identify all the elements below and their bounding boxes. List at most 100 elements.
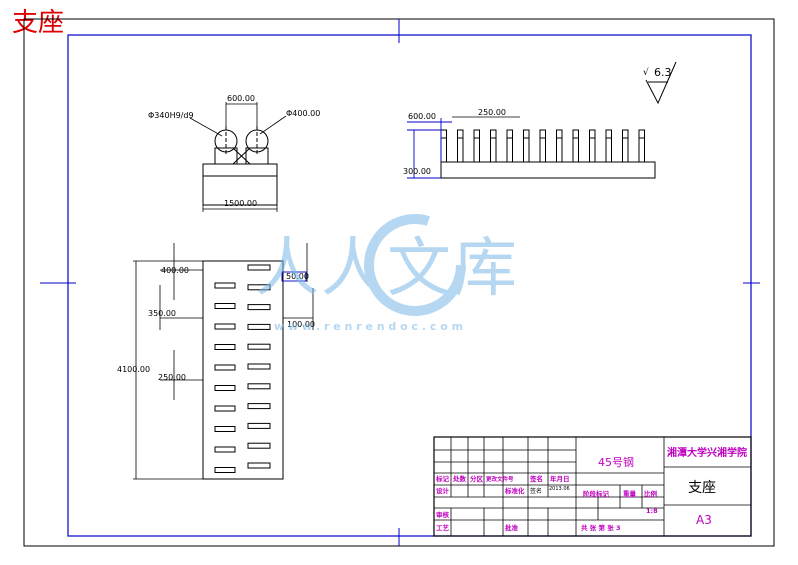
plan-view-dims <box>133 243 314 480</box>
side-tine <box>506 129 513 163</box>
side-height-dim: 300.00 <box>403 167 431 176</box>
side-tine-cap <box>638 129 645 139</box>
side-left-offset-dim: 600.00 <box>408 112 436 121</box>
center-marks <box>40 19 760 546</box>
plan-slot-right <box>247 343 271 350</box>
side-view-dims <box>407 118 452 179</box>
svg-text:批准: 批准 <box>505 523 519 532</box>
roughness-value: 6.3 <box>654 66 672 79</box>
side-tine <box>457 129 464 163</box>
plan-slot-right <box>247 363 271 370</box>
plan-slot-left <box>214 405 236 412</box>
side-tine <box>572 129 579 163</box>
school-name: 湘潭大学兴湘学院 <box>667 446 747 459</box>
plan-slot-left <box>214 426 236 432</box>
svg-text:重量: 重量 <box>623 489 637 498</box>
dim-250: 250.00 <box>158 373 186 382</box>
side-tine-cap <box>457 129 464 139</box>
svg-text:处数: 处数 <box>452 474 467 483</box>
side-tine <box>556 129 563 163</box>
side-tine-cap <box>440 129 447 139</box>
side-tine-cap <box>523 129 530 139</box>
side-tine <box>440 129 447 163</box>
side-tine-cap <box>572 129 579 139</box>
watermark-text: 人人文库 <box>255 232 519 306</box>
plan-slot-left <box>214 446 236 453</box>
plan-view <box>202 260 284 480</box>
svg-text:签名: 签名 <box>530 487 542 495</box>
plan-slot-right <box>247 442 271 449</box>
fit-label: Φ340H9/d9 <box>148 111 194 120</box>
overall-length-dim: 4100.00 <box>117 365 150 374</box>
plan-slot-left <box>214 323 236 330</box>
side-tine <box>589 129 596 163</box>
dim-400: 400.00 <box>161 266 189 275</box>
title-block <box>433 436 752 537</box>
side-tine <box>473 129 480 163</box>
plan-slot-left <box>214 303 236 309</box>
watermark-logo-ring <box>364 214 466 316</box>
roughness-symbol: √ 6.3 <box>643 61 677 105</box>
svg-text:设计: 设计 <box>436 486 450 495</box>
dim-100: 100.00 <box>287 320 315 329</box>
dim-50: 50.00 <box>286 272 309 281</box>
plan-slot-left <box>214 385 236 391</box>
plan-slot-right <box>247 284 271 291</box>
svg-text:工艺: 工艺 <box>436 523 450 532</box>
side-tine <box>490 129 497 163</box>
side-tine-cap <box>490 129 497 139</box>
front-view <box>202 126 278 206</box>
side-tine <box>622 129 629 163</box>
svg-text:比例: 比例 <box>644 489 658 498</box>
base-width-dim: 1500.00 <box>224 199 257 208</box>
side-tine <box>539 129 546 163</box>
svg-text:1:8: 1:8 <box>646 507 658 515</box>
side-view <box>440 129 656 179</box>
svg-text:√: √ <box>643 67 649 78</box>
svg-text:2013.06: 2013.06 <box>549 486 570 492</box>
side-tine-cap <box>539 129 546 139</box>
plan-slot-left <box>214 364 236 371</box>
plan-slot-right <box>247 304 271 311</box>
side-tine-cap <box>473 129 480 139</box>
diameter-label: Φ400.00 <box>286 109 320 118</box>
svg-text:标记: 标记 <box>435 474 450 483</box>
side-tine <box>523 129 530 163</box>
svg-text:标准化: 标准化 <box>504 486 525 495</box>
side-tine <box>638 129 645 163</box>
svg-text:年月日: 年月日 <box>550 474 570 483</box>
svg-text:分区: 分区 <box>470 474 484 483</box>
watermark: 人人文库 w w w . r e n r e n d o c . c o m <box>255 214 519 333</box>
side-tine-cap <box>506 129 513 139</box>
material-name: 45号钢 <box>598 456 634 469</box>
svg-text:共 张 第 张 3: 共 张 第 张 3 <box>581 523 621 532</box>
svg-text:审核: 审核 <box>436 510 450 519</box>
svg-text:更改文件号: 更改文件号 <box>486 475 514 483</box>
plan-slot-right <box>247 403 271 410</box>
plan-slot-left <box>214 467 236 473</box>
sheet-size: A3 <box>696 513 712 527</box>
plan-slot-left <box>214 282 236 289</box>
plan-slot-right <box>247 422 271 429</box>
plan-slot-left <box>214 344 236 350</box>
plan-slot-right <box>247 264 271 271</box>
side-tine <box>605 129 612 163</box>
part-name: 支座 <box>688 480 716 496</box>
svg-text:阶段标记: 阶段标记 <box>583 489 610 498</box>
side-tine-cap <box>589 129 596 139</box>
side-tine-cap <box>622 129 629 139</box>
watermark-url: w w w . r e n r e n d o c . c o m <box>274 320 463 333</box>
dim-350: 350.00 <box>148 309 176 318</box>
front-view-dims <box>189 102 287 212</box>
side-pitch-dim: 250.00 <box>478 108 506 117</box>
svg-text:签名: 签名 <box>529 474 543 483</box>
inner-frame <box>67 34 752 537</box>
plan-slot-right <box>247 323 271 330</box>
side-tine-cap <box>605 129 612 139</box>
center-spacing-dim: 600.00 <box>227 94 255 103</box>
plan-slot-right <box>247 462 271 469</box>
side-tine-cap <box>556 129 563 139</box>
page-title: 支座 <box>12 8 65 38</box>
title-block-header: 标记 处数 分区 更改文件号 签名 年月日 设计 标准化 签名 2013.06 … <box>435 474 658 532</box>
